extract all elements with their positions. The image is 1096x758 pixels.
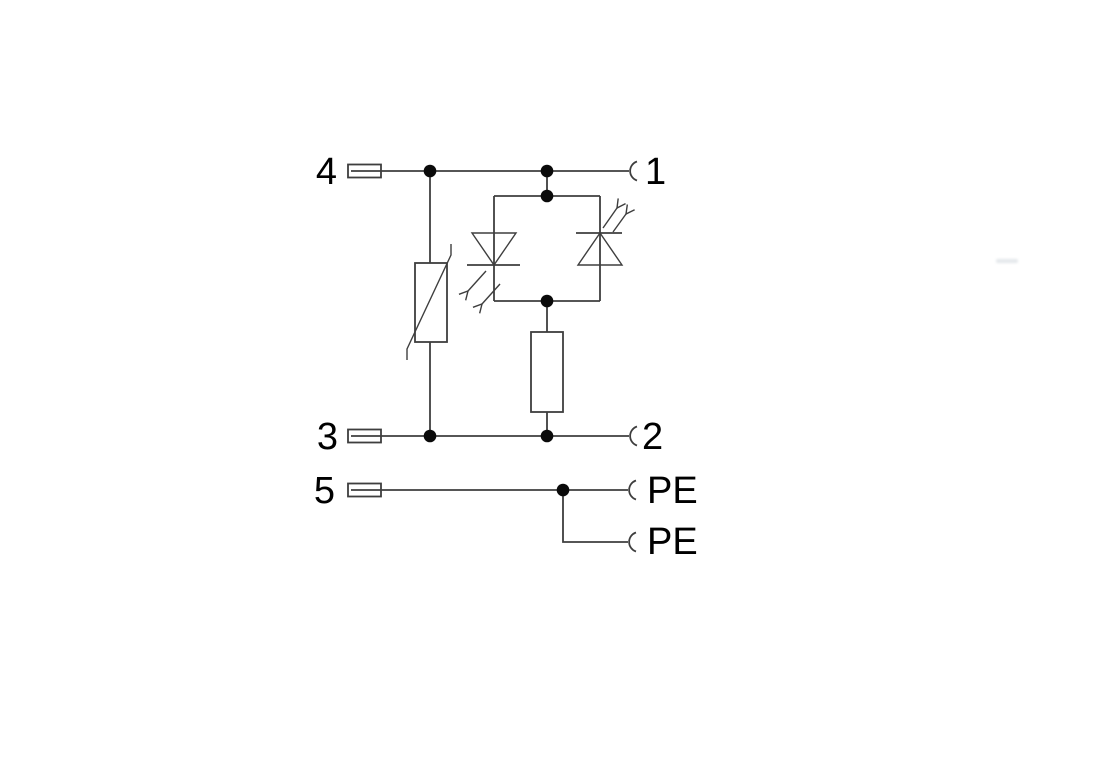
wire-pe-jumper — [562, 490, 628, 543]
led-up-icon — [576, 198, 635, 266]
pin-label-pe2: PE — [647, 521, 698, 563]
pin-label-1: 1 — [645, 151, 666, 193]
terminal-label-3: 3 — [317, 416, 338, 458]
socket-contact-pe2-icon — [628, 531, 637, 553]
terminal-label-4: 4 — [316, 151, 337, 193]
terminal-lug-3-icon — [347, 428, 382, 444]
led-down-icon — [458, 232, 520, 314]
pin-label-2: 2 — [642, 416, 663, 458]
varistor-icon — [406, 171, 452, 436]
socket-contact-1-icon — [629, 160, 638, 182]
resistor-icon — [530, 301, 564, 436]
pin-label-pe1: PE — [647, 470, 698, 512]
junction-dots — [423, 164, 570, 497]
socket-contact-pe1-icon — [628, 479, 637, 501]
screen-artifact-smudge — [996, 259, 1018, 263]
terminal-lug-4-icon — [347, 163, 382, 179]
socket-contact-2-icon — [629, 425, 638, 447]
terminal-label-5: 5 — [314, 470, 335, 512]
terminal-lug-5-icon — [347, 482, 382, 498]
